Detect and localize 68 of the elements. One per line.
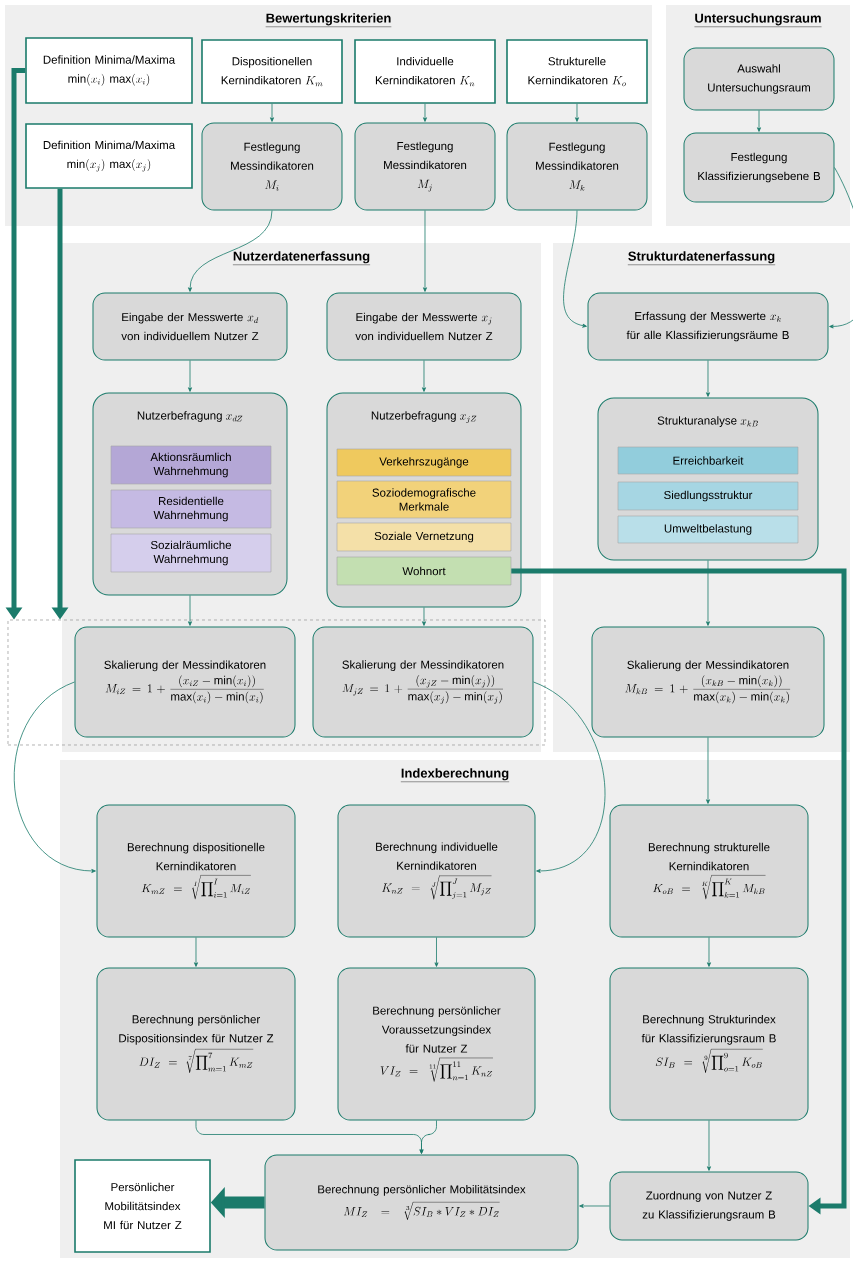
category-box: Erreichbarkeit [617,446,799,475]
arrow [829,167,853,329]
section-heading: Nutzerdatenerfassung [232,251,371,265]
category-box: Soziodemografische Merkmale [336,480,512,519]
process-box: Berechnung persönlicher Voraussetzungsindex für Nutzer Z $VI_Z = \sqrt[11]{\prod\nolimits_{n=1}^{11} K_{nZ}}$ [337,967,536,1121]
process-box: Festlegung Messindikatoren $M_k$ [506,122,648,211]
process-box: Berechnung persönlicher Dispositionsindex für Nutzer Z $DI_Z = \sqrt[7]{\prod\nolimits_{m=1}^{7} K_{mZ}}$ [96,967,296,1121]
section-heading: Strukturdatenerfassung [627,251,776,265]
category-box: Residentielle Wahrnehmung [110,489,272,529]
arrow [194,937,198,967]
category-box: Aktionsräumlich Wahrnehmung [110,445,272,485]
arrow [188,360,192,392]
arrow [706,737,710,804]
arrow [188,210,273,292]
process-box: Zuordnung von Nutzer Z zu Klassifizierungsraum B [609,1171,809,1241]
arrow [757,110,761,132]
process-box: Skalierung der Messindikatoren $M_{kB} = 1 + \frac{(x_{kB} - \min(x_k))}{\max(x_k) - \min(x_k)}$ [591,626,825,738]
arrow [706,360,710,397]
arrow [707,1120,711,1171]
process-box: Berechnung strukturelle Kernindikatoren $K_{oB} = \sqrt[K]{\prod\nolimits_{k=1}^{K} M_{kB}}$ [609,804,809,938]
section-heading: Bewertungskriterien [265,13,392,27]
arrow [434,937,439,967]
arrow [563,210,587,328]
process-box: Eingabe der Messwerte $x_d$ von individuellem Nutzer Z [92,292,288,361]
thick-arrow [511,568,847,1215]
process-box: Skalierung der Messindikatoren $M_{iZ} = 1 + \frac{(x_{iZ} - \min(x_i))}{\max(x_i) - \min(x_i)}$ [74,626,296,738]
arrow [533,681,606,873]
process-box: Berechnung Strukturindex für Klassifizierungsraum B $SI_B = \sqrt[9]{\prod\nolimits_{o=1}^{9} K_{oB}}$ [609,967,809,1121]
arrow [575,103,579,122]
arrow [422,607,426,626]
process-box: Auswahl Untersuchungsraum [683,47,835,111]
category-box: Wohnort [336,556,512,586]
process-box: Festlegung Klassifizierungsebene B [683,132,835,203]
dashed-frame [7,619,546,746]
input-box: Definition Minima/Maxima $\min(x_j)\,\max(x_j)$ [25,123,193,189]
arrow [423,103,427,122]
arrow [14,681,96,873]
category-box: Umweltbelastung [617,515,799,544]
arrow [419,1120,437,1154]
box-heading: Nutzerbefragung $x_{dZ}$ [137,411,243,422]
arrow [579,1204,610,1208]
arrow [707,937,711,967]
arrow [706,560,710,626]
input-box: Dispositionellen Kernindikatoren $K_m$ [201,39,343,104]
category-box: Soziale Vernetzung [336,522,512,552]
process-box: Erfassung der Messwerte $x_k$ für alle Klassifizierungsräume B [587,292,829,361]
box-heading: Nutzerbefragung $x_{jZ}$ [371,411,477,423]
category-box: Siedlungsstruktur [617,481,799,511]
arrow [270,103,274,122]
category-box: Verkehrszugänge [336,448,512,477]
arrow [188,595,192,626]
process-box: Festlegung Messindikatoren $M_i$ [201,122,343,211]
input-box: Definition Minima/Maxima $\min(x_i)\,\max(x_i)$ [25,37,193,104]
section-heading: Untersuchungsraum [694,13,822,27]
input-box: Individuelle Kernindikatoren $K_n$ [354,39,496,104]
box-heading: Strukturanalyse $x_{kB}$ [657,416,758,427]
category-box: Sozialräumliche Wahrnehmung [110,533,272,573]
process-box: Berechnung persönlicher Mobilitätsindex $MI_Z = \sqrt[3]{SI_B * VI_Z * DI_Z}$ [264,1154,579,1251]
result-box: Persönlicher Mobilitätsindex MI für Nutzer Z [74,1159,211,1253]
input-box: Strukturelle Kernindikatoren $K_o$ [506,39,648,104]
process-box: Berechnung individuelle Kernindikatoren $K_{nZ} = \sqrt[J]{\prod\nolimits_{j=1}^{J} M_{jZ}}$ [337,804,536,938]
arrow [423,210,427,292]
process-box: Eingabe der Messwerte $x_j$ von individuellem Nutzer Z [326,292,522,361]
section-heading: Indexberechnung [400,768,510,782]
process-box: Berechnung dispositionelle Kernindikatoren $K_{mZ} = \sqrt[I]{\prod\nolimits_{i=1}^{I} M_{iZ}}$ [96,804,296,938]
arrow [422,360,426,392]
process-box: Festlegung Messindikatoren $M_j$ [354,122,496,211]
process-box: Skalierung der Messindikatoren $M_{jZ} = 1 + \frac{(x_{jZ} - \min(x_j))}{\max(x_j) - \min(x_j)}$ [312,626,534,738]
